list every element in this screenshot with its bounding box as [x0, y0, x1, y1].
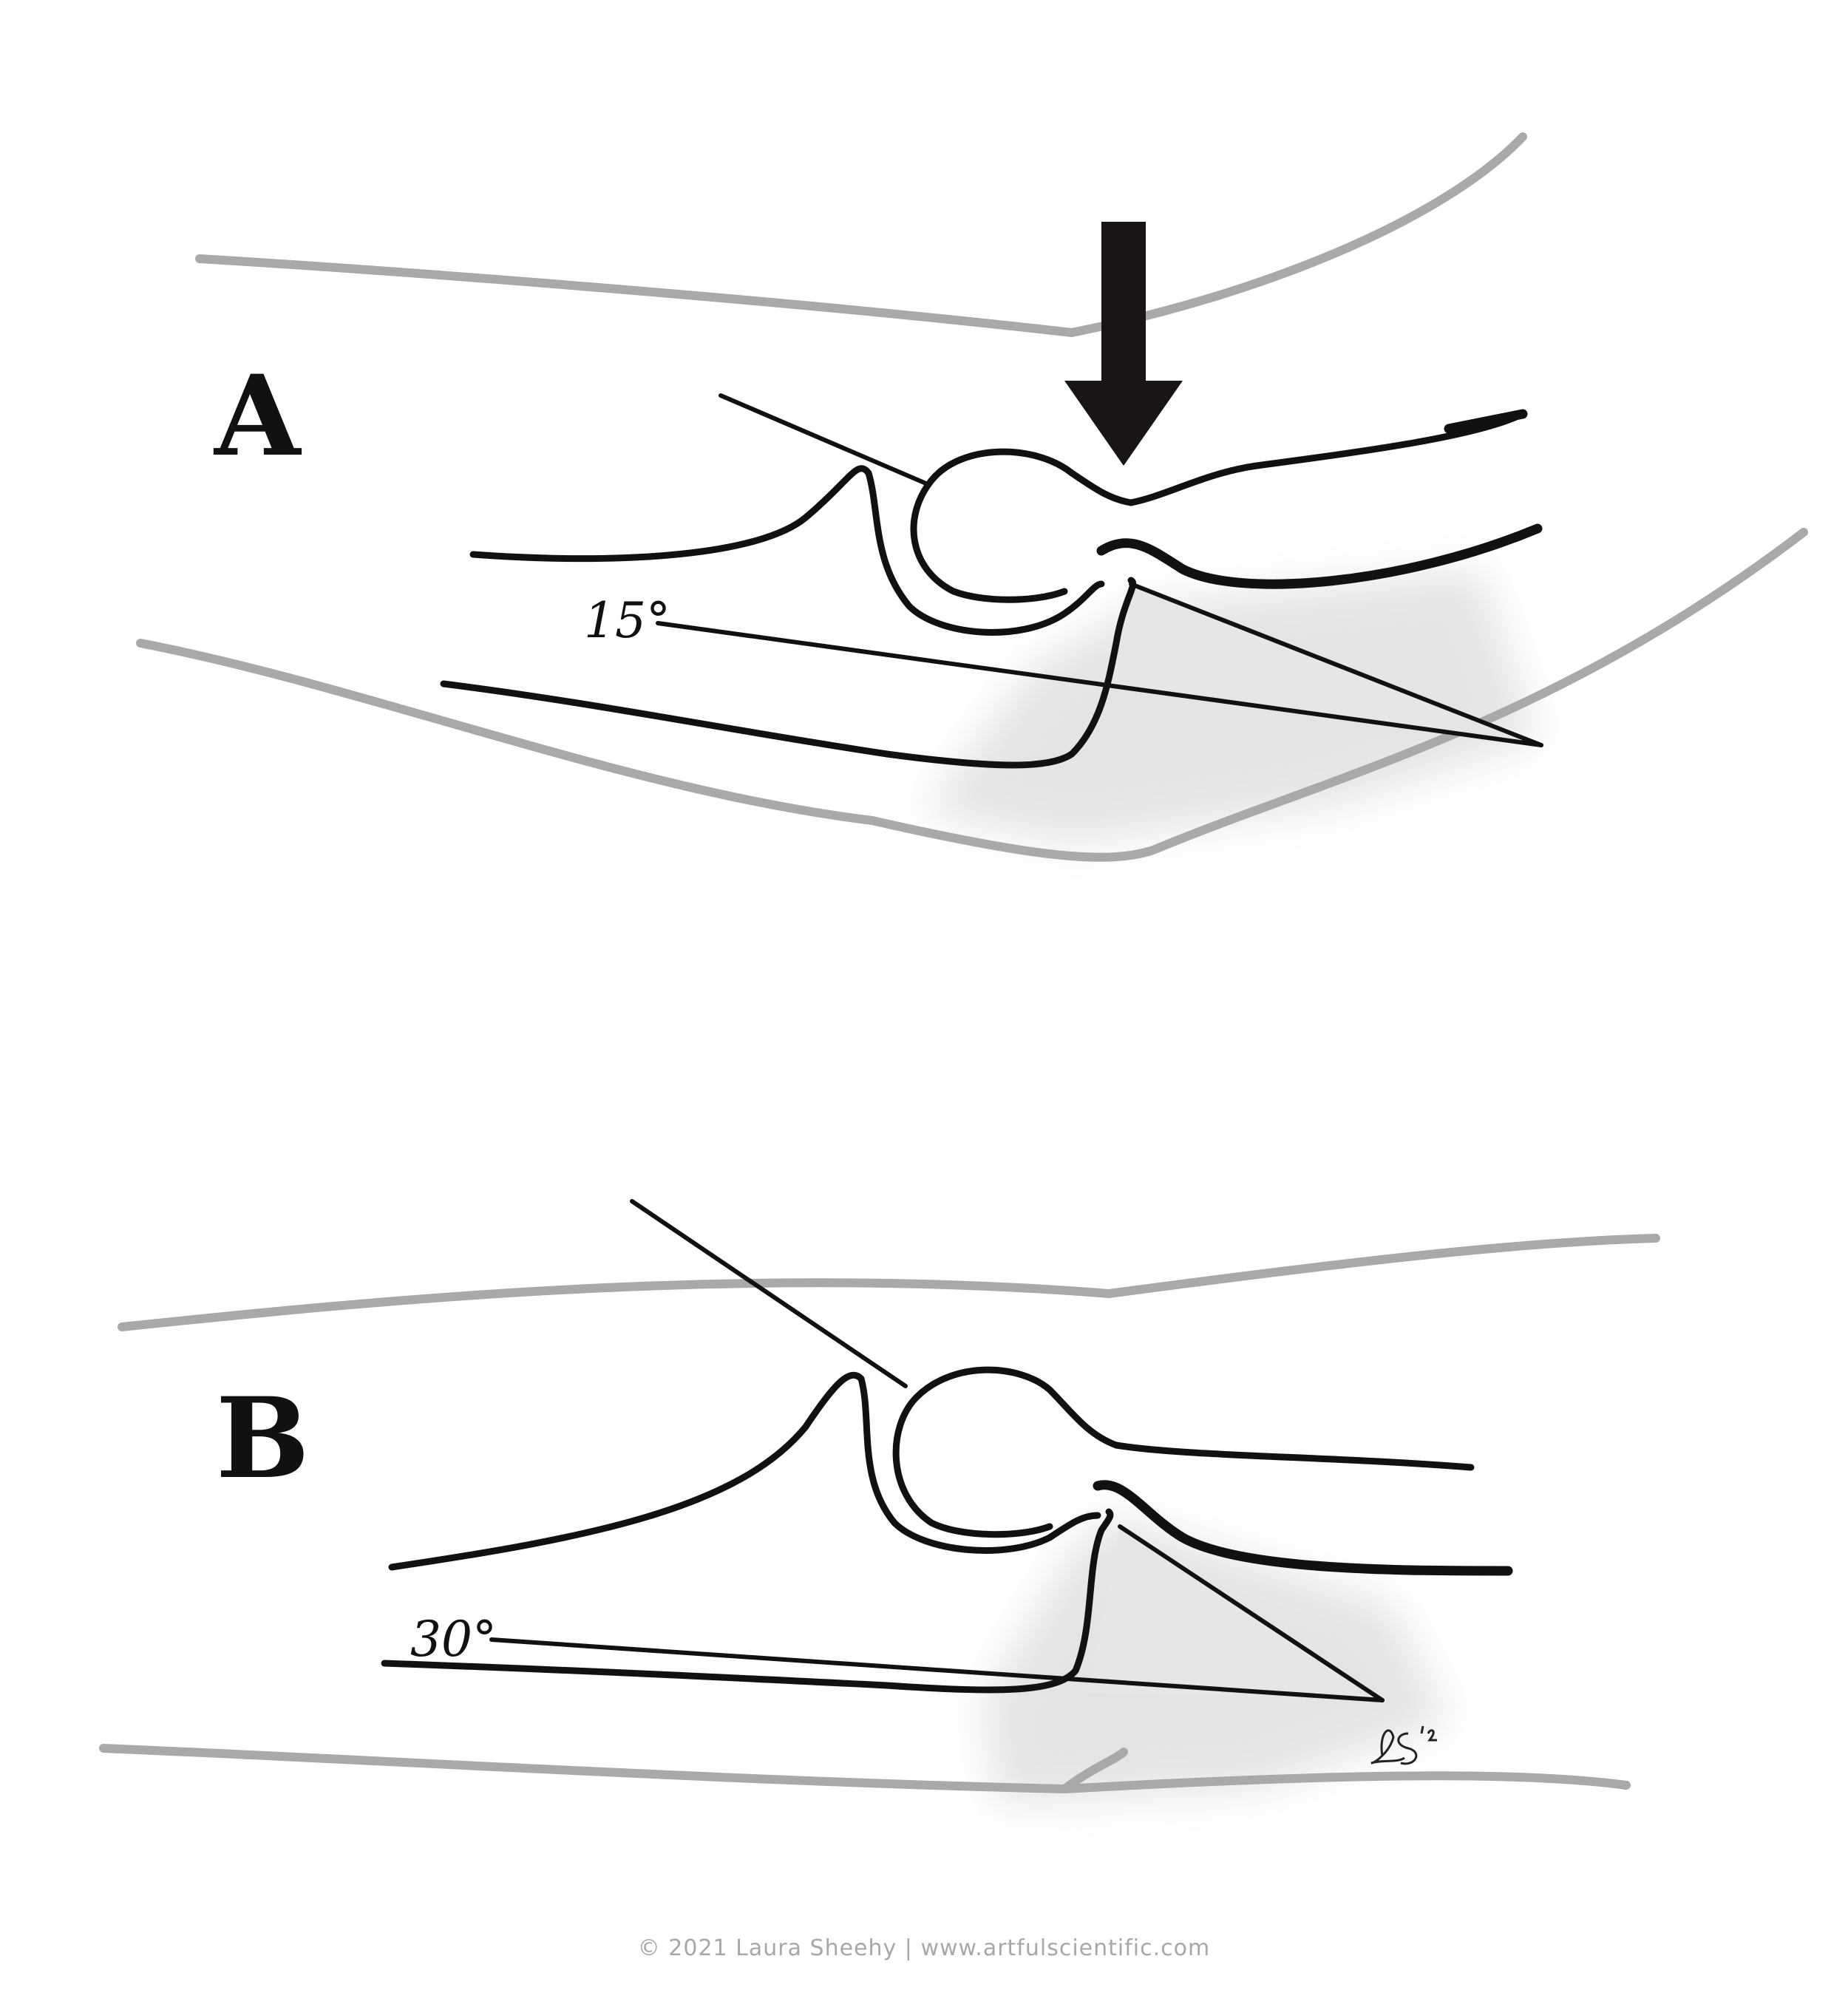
- panel-a-ref-line-upper: [719, 393, 930, 486]
- panel-b-joint-head: [892, 1366, 1120, 1538]
- panel-b-distal-upper: [1112, 1441, 1475, 1471]
- panel-b: B 30°: [99, 1199, 1660, 1804]
- panel-b-angle-ref-line: [489, 1637, 1385, 1702]
- signature-mark: [1370, 1725, 1437, 1765]
- panel-a-skin-upper: [195, 132, 1527, 337]
- panel-b-ref-line-upper: [630, 1199, 908, 1388]
- panel-a: A 15°: [136, 132, 1808, 862]
- panel-a-skin-lower: [136, 528, 1808, 862]
- panel-b-angle-side-line: [1118, 1524, 1385, 1702]
- copyright-footer: © 2021 Laura Sheehy | www.artfulscientif…: [637, 1935, 1211, 1961]
- panel-b-skin-upper: [118, 1234, 1660, 1331]
- panel-a-joint-head: [910, 448, 1135, 603]
- panel-b-skin-crease: [1060, 1748, 1128, 1793]
- panel-a-shadow: [924, 569, 1538, 843]
- panel-b-proximal-bone: [388, 1371, 1101, 1571]
- panel-a-angle-label: 15°: [584, 592, 670, 649]
- panel-a-angle-side-line: [1129, 582, 1543, 747]
- panel-a-distal-upper: [1127, 410, 1526, 506]
- panel-a-angle-ref-line: [656, 621, 1543, 747]
- panel-b-skin-lower: [99, 1744, 1631, 1793]
- panel-b-angle-label: 30°: [410, 1611, 497, 1668]
- panel-b-angle-wedge: [1087, 1527, 1382, 1700]
- down-arrow-icon: [1064, 222, 1183, 466]
- panel-a-proximal-bone: [469, 465, 1105, 636]
- panel-b-label: B: [216, 1373, 310, 1504]
- panel-a-label: A: [213, 351, 302, 481]
- panel-a-distal-upper-bold: [1444, 409, 1528, 434]
- panel-a-distal-lower: [1096, 523, 1543, 589]
- panel-a-lower-bone: [440, 577, 1137, 769]
- panel-b-distal-lower: [1093, 1480, 1513, 1576]
- panel-b-lower-bone: [381, 1508, 1114, 1694]
